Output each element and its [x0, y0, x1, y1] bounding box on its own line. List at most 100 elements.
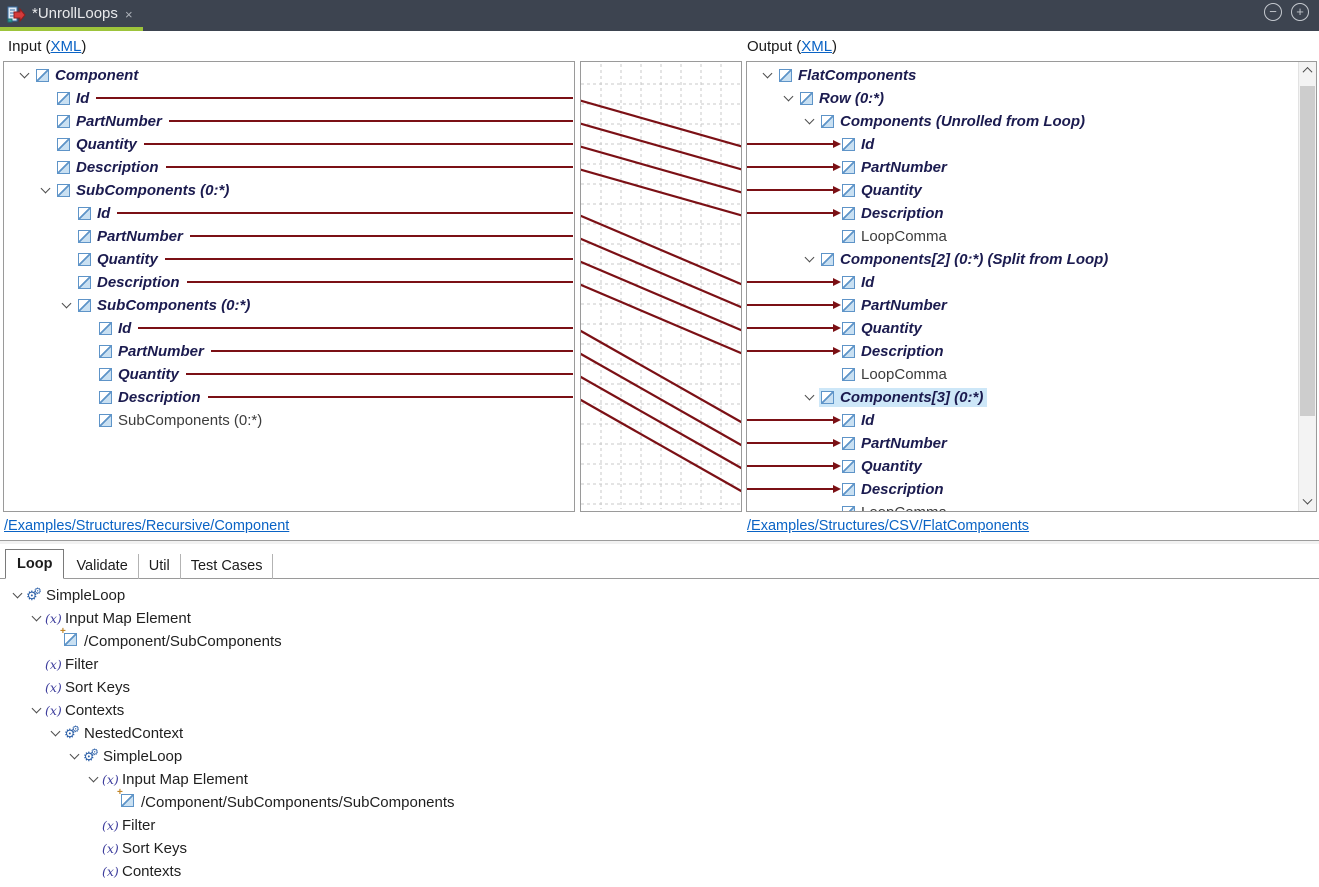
- tree-item[interactable]: FlatComponents: [747, 64, 1316, 87]
- tree-item[interactable]: PartNumber: [747, 294, 1316, 317]
- tree-item[interactable]: Id: [747, 271, 1316, 294]
- loop-tree-item[interactable]: (x)Sort Keys: [2, 676, 1002, 699]
- loop-tree-item[interactable]: (x)Filter: [2, 653, 1002, 676]
- mapping-line[interactable]: [96, 97, 573, 99]
- mapping-connection-line[interactable]: [579, 352, 743, 447]
- tree-item-content[interactable]: Description: [840, 480, 948, 499]
- expander[interactable]: [27, 703, 45, 714]
- chevron-down-icon[interactable]: [783, 91, 793, 102]
- mapping-line[interactable]: [117, 212, 573, 214]
- mapping-line[interactable]: [747, 327, 834, 329]
- tree-item-content[interactable]: PartNumber: [840, 296, 951, 315]
- expander[interactable]: [56, 298, 76, 309]
- loop-tree-item[interactable]: ⚙⚙SimpleLoop: [2, 745, 1002, 768]
- loop-tree-item[interactable]: +/Component/SubComponents/SubComponents: [2, 787, 1002, 814]
- tree-item-content[interactable]: Description: [840, 342, 948, 361]
- loop-tree-item[interactable]: (x)Sort Keys: [2, 837, 1002, 860]
- tree-item[interactable]: SubComponents (0:*): [4, 294, 574, 317]
- mapping-connection-line[interactable]: [579, 145, 743, 194]
- output-schema-link[interactable]: /Examples/Structures/CSV/FlatComponents: [747, 518, 1030, 534]
- tree-item[interactable]: Description: [4, 271, 574, 294]
- mapping-connection-line[interactable]: [579, 398, 743, 493]
- input-schema-link[interactable]: /Examples/Structures/Recursive/Component: [4, 518, 290, 534]
- chevron-down-icon[interactable]: [31, 611, 41, 622]
- tree-item-content[interactable]: Id: [97, 319, 135, 338]
- mapping-line[interactable]: [208, 396, 573, 398]
- loop-tree-item[interactable]: +/Component/SubComponents: [2, 626, 1002, 653]
- document-tab[interactable]: *UnrollLoops ×: [0, 0, 143, 31]
- scrollbar-thumb[interactable]: [1300, 86, 1315, 416]
- tree-item-content[interactable]: Description: [55, 158, 163, 177]
- mapping-line[interactable]: [747, 350, 834, 352]
- mapping-grid-panel[interactable]: [579, 61, 743, 512]
- tree-item-content[interactable]: SubComponents (0:*): [97, 411, 266, 430]
- tree-item-content[interactable]: Id: [76, 204, 114, 223]
- tree-item-content[interactable]: Id: [840, 135, 878, 154]
- tree-item[interactable]: Description: [4, 156, 574, 179]
- loop-tree-item[interactable]: (x)Contexts: [2, 860, 1002, 883]
- mapping-connection-line[interactable]: [579, 99, 743, 148]
- loop-tree-item[interactable]: (x)Filter: [2, 814, 1002, 837]
- tree-item[interactable]: LoopComma: [747, 501, 1316, 511]
- loop-tree-item[interactable]: ⚙⚙SimpleLoop: [2, 584, 1002, 607]
- mapping-line[interactable]: [166, 166, 573, 168]
- expander[interactable]: [799, 252, 819, 263]
- tree-item[interactable]: LoopComma: [747, 363, 1316, 386]
- output-xml-link[interactable]: XML: [801, 38, 833, 55]
- tree-item[interactable]: Description: [747, 202, 1316, 225]
- tree-item[interactable]: Quantity: [747, 317, 1316, 340]
- tree-item[interactable]: Quantity: [4, 133, 574, 156]
- mapping-line[interactable]: [187, 281, 573, 283]
- tree-item[interactable]: Description: [4, 386, 574, 409]
- chevron-down-icon[interactable]: [61, 298, 71, 309]
- tree-item[interactable]: Id: [747, 133, 1316, 156]
- tree-item-content[interactable]: PartNumber: [840, 158, 951, 177]
- chevron-down-icon[interactable]: [19, 68, 29, 79]
- expander[interactable]: [84, 772, 102, 783]
- tree-item[interactable]: PartNumber: [747, 156, 1316, 179]
- expander[interactable]: [778, 91, 798, 102]
- scroll-down-button[interactable]: [1299, 494, 1316, 511]
- tree-item[interactable]: Components (Unrolled from Loop): [747, 110, 1316, 133]
- tree-item[interactable]: SubComponents (0:*): [4, 179, 574, 202]
- tree-item[interactable]: Components[2] (0:*) (Split from Loop): [747, 248, 1316, 271]
- chevron-down-icon[interactable]: [12, 588, 22, 599]
- close-icon[interactable]: ×: [125, 7, 133, 22]
- chevron-down-icon[interactable]: [762, 68, 772, 79]
- chevron-down-icon[interactable]: [40, 183, 50, 194]
- tree-item-content[interactable]: Description: [840, 204, 948, 223]
- mapping-line[interactable]: [138, 327, 573, 329]
- loop-tree-item[interactable]: (x)Input Map Element: [2, 607, 1002, 630]
- mapping-line[interactable]: [169, 120, 573, 122]
- tree-item[interactable]: SubComponents (0:*): [4, 409, 574, 432]
- mapping-line[interactable]: [190, 235, 573, 237]
- tree-item-content[interactable]: LoopComma: [840, 503, 951, 511]
- tree-item[interactable]: Component: [4, 64, 574, 87]
- tree-item[interactable]: Id: [4, 317, 574, 340]
- tree-item-content[interactable]: PartNumber: [840, 434, 951, 453]
- tree-item-content[interactable]: Description: [76, 273, 184, 292]
- tree-item[interactable]: Id: [4, 202, 574, 225]
- chevron-down-icon[interactable]: [50, 726, 60, 737]
- zoom-out-button[interactable]: −: [1264, 3, 1282, 21]
- tree-item-content[interactable]: SubComponents (0:*): [76, 296, 254, 315]
- tree-item-content[interactable]: FlatComponents: [777, 66, 920, 85]
- tree-item-content[interactable]: Components[2] (0:*) (Split from Loop): [819, 250, 1112, 269]
- mapping-line[interactable]: [747, 143, 834, 145]
- tree-item-content[interactable]: PartNumber: [97, 342, 208, 361]
- mapping-line[interactable]: [747, 488, 834, 490]
- tab-validate[interactable]: Validate: [66, 554, 139, 579]
- mapping-connection-line[interactable]: [579, 283, 743, 355]
- tree-item-content[interactable]: SubComponents (0:*): [55, 181, 233, 200]
- expander[interactable]: [14, 68, 34, 79]
- tree-item[interactable]: Description: [747, 340, 1316, 363]
- tree-item-content[interactable]: Id: [840, 273, 878, 292]
- tree-item-content[interactable]: PartNumber: [76, 227, 187, 246]
- mapping-connection-line[interactable]: [579, 375, 743, 470]
- mapping-line[interactable]: [165, 258, 573, 260]
- scroll-up-button[interactable]: [1299, 62, 1316, 79]
- mapping-line[interactable]: [747, 465, 834, 467]
- tree-item[interactable]: Quantity: [4, 248, 574, 271]
- expander[interactable]: [46, 726, 64, 737]
- tree-item-content[interactable]: LoopComma: [840, 227, 951, 246]
